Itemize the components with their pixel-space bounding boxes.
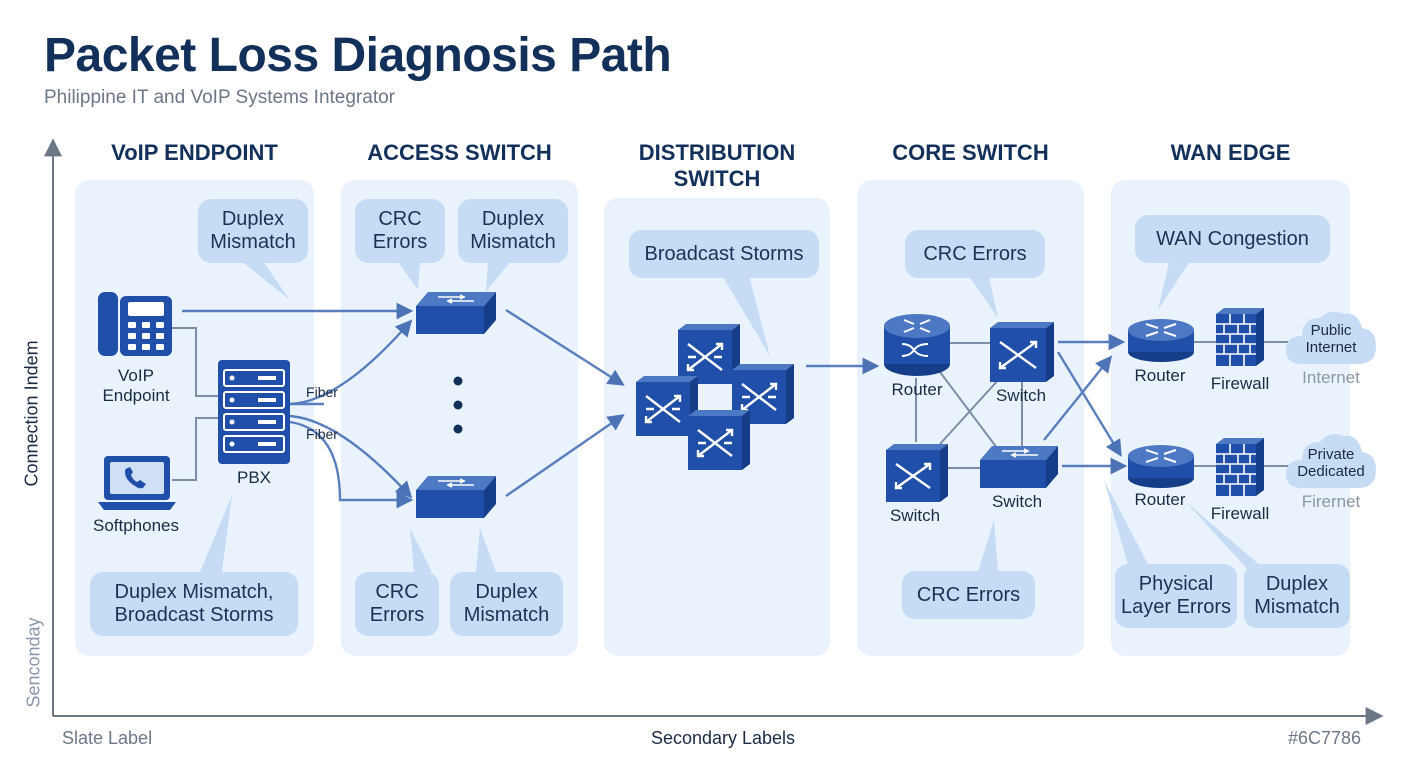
heading-distribution-switch: DISTRIBUTION SWITCH <box>604 140 830 192</box>
issue-wan-congestion: WAN Congestion <box>1135 215 1330 263</box>
issue-core-bottom-crc: CRC Errors <box>902 571 1035 619</box>
switch-icon <box>980 446 1058 488</box>
label-cloud-public: Public Internet <box>1290 322 1372 356</box>
label-softphones: Softphones <box>92 516 179 535</box>
issue-line: Duplex <box>1265 573 1329 595</box>
switch-icon <box>416 292 496 334</box>
cloud-icon <box>1286 434 1376 488</box>
x-axis-right-label: #6C7786 <box>1288 728 1362 748</box>
switch-icon <box>886 444 948 502</box>
cloud-icon <box>1286 311 1376 364</box>
firewall-icon <box>1216 308 1264 366</box>
label-core-router: Router <box>891 380 943 399</box>
label-cloud-private-caption: Firernet <box>1301 492 1361 511</box>
y-axis-label: Connection Indem <box>21 340 42 487</box>
heading-distribution-line2: SWITCH <box>673 166 761 191</box>
label-wan-firewall-top: Firewall <box>1210 374 1270 393</box>
label-fiber-bottom: Fiber <box>306 426 338 442</box>
heading-core-switch: CORE SWITCH <box>892 140 1049 165</box>
issue-line: Errors <box>372 231 428 253</box>
issue-line: Mismatch <box>470 231 556 253</box>
issue-line: Duplex <box>221 208 285 230</box>
label-fiber-top: Fiber <box>306 384 338 400</box>
x-axis-left-label: Slate Label <box>62 728 153 748</box>
label-line: Private <box>1307 446 1355 463</box>
router-icon <box>1128 319 1194 362</box>
label-core-switch-bottom-left: Switch <box>889 506 941 525</box>
firewall-icon <box>1216 438 1264 496</box>
label-wan-router-bottom: Router <box>1134 490 1186 509</box>
page-subtitle: Philippine IT and VoIP Systems Integrato… <box>44 87 395 108</box>
issue-line: Mismatch <box>1254 596 1340 618</box>
issue-line: Mismatch <box>210 231 296 253</box>
issue-line: Duplex Mismatch, <box>114 581 274 603</box>
server-rack-icon <box>218 360 290 464</box>
label-core-switch-top: Switch <box>995 386 1047 405</box>
ellipsis-icon <box>453 376 463 434</box>
label-line: Dedicated <box>1297 463 1365 480</box>
switch-icon <box>990 322 1054 382</box>
issue-distribution-broadcast: Broadcast Storms <box>629 230 819 278</box>
label-voip-endpoint: VoIP Endpoint <box>86 366 186 406</box>
y-axis-secondary-label: Senconday <box>23 617 44 708</box>
label-cloud-private: Private Dedicated <box>1290 446 1372 480</box>
label-core-switch-bottom-right: Switch <box>991 492 1043 511</box>
issue-line: Duplex <box>481 208 545 230</box>
switch-cluster-icon <box>636 324 796 472</box>
label-wan-firewall-bottom: Firewall <box>1210 504 1270 523</box>
issue-line: CRC <box>378 208 422 230</box>
issue-line: CRC <box>375 581 419 603</box>
page-title: Packet Loss Diagnosis Path <box>44 29 672 82</box>
heading-access-switch: ACCESS SWITCH <box>367 140 552 165</box>
heading-voip-endpoint: VoIP ENDPOINT <box>111 140 278 165</box>
issue-line: Physical <box>1138 573 1214 595</box>
label-line: VoIP <box>118 366 154 385</box>
label-wan-router-top: Router <box>1134 366 1186 385</box>
issue-core-top-crc: CRC Errors <box>905 230 1045 278</box>
label-pbx: PBX <box>236 468 272 487</box>
switch-icon <box>416 476 496 518</box>
label-line: Public <box>1310 322 1352 339</box>
issue-line: Duplex <box>475 581 538 603</box>
issue-line: Errors <box>369 604 425 626</box>
issue-line: Broadcast Storms <box>114 604 274 626</box>
router-icon <box>884 314 950 376</box>
x-axis-label: Secondary Labels <box>650 728 796 748</box>
label-cloud-public-caption: Internet <box>1302 368 1360 387</box>
router-icon <box>1128 445 1194 488</box>
issue-line: Mismatch <box>463 604 550 626</box>
desk-phone-icon <box>98 292 172 356</box>
laptop-phone-icon <box>98 456 176 510</box>
heading-distribution-line1: DISTRIBUTION <box>638 140 796 165</box>
label-line: Endpoint <box>102 386 170 405</box>
issue-line: Layer Errors <box>1120 596 1232 618</box>
heading-wan-edge: WAN EDGE <box>1170 140 1291 165</box>
issue-endpoint-duplex-broadcast: Duplex Mismatch,Broadcast Storms <box>90 572 298 636</box>
label-line: Internet <box>1305 339 1357 356</box>
